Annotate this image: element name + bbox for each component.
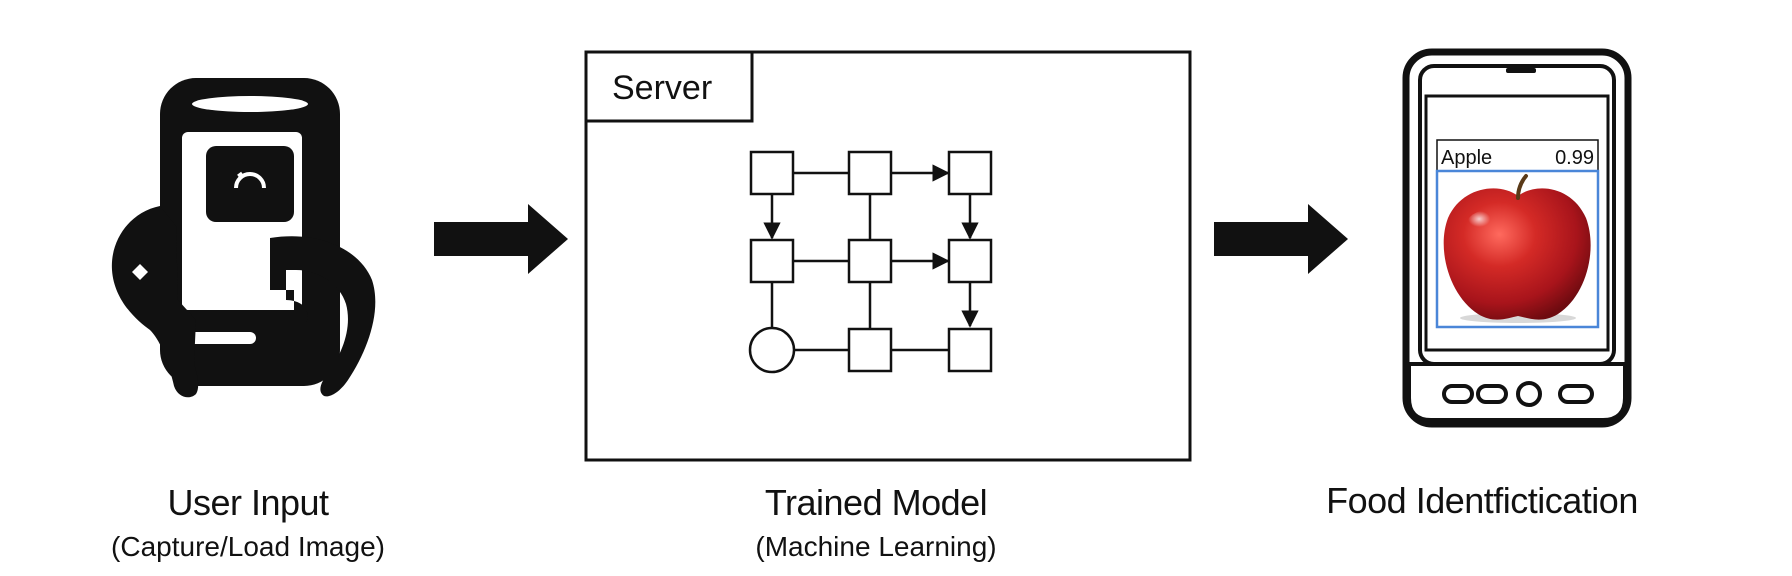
model-caption: Trained Model (Machine Learning) [755,482,996,564]
server-label: Server [612,69,712,107]
output-caption: Food Identfictication [1326,480,1638,522]
neural-network-icon [748,150,993,374]
input-caption: User Input (Capture/Load Image) [111,482,385,564]
arrow-input-to-server [434,204,568,274]
input-title: User Input [167,482,329,523]
model-title: Trained Model [764,482,988,523]
input-subtitle: (Capture/Load Image) [111,531,385,562]
apple-image [1443,174,1591,323]
hand-holding-phone-icon [111,78,376,398]
detection-label: Apple [1441,147,1492,169]
model-subtitle: (Machine Learning) [755,531,997,562]
arrow-server-to-output [1214,204,1348,274]
output-title: Food Identfictication [1326,480,1638,521]
detection-score: 0.99 [1555,147,1594,169]
